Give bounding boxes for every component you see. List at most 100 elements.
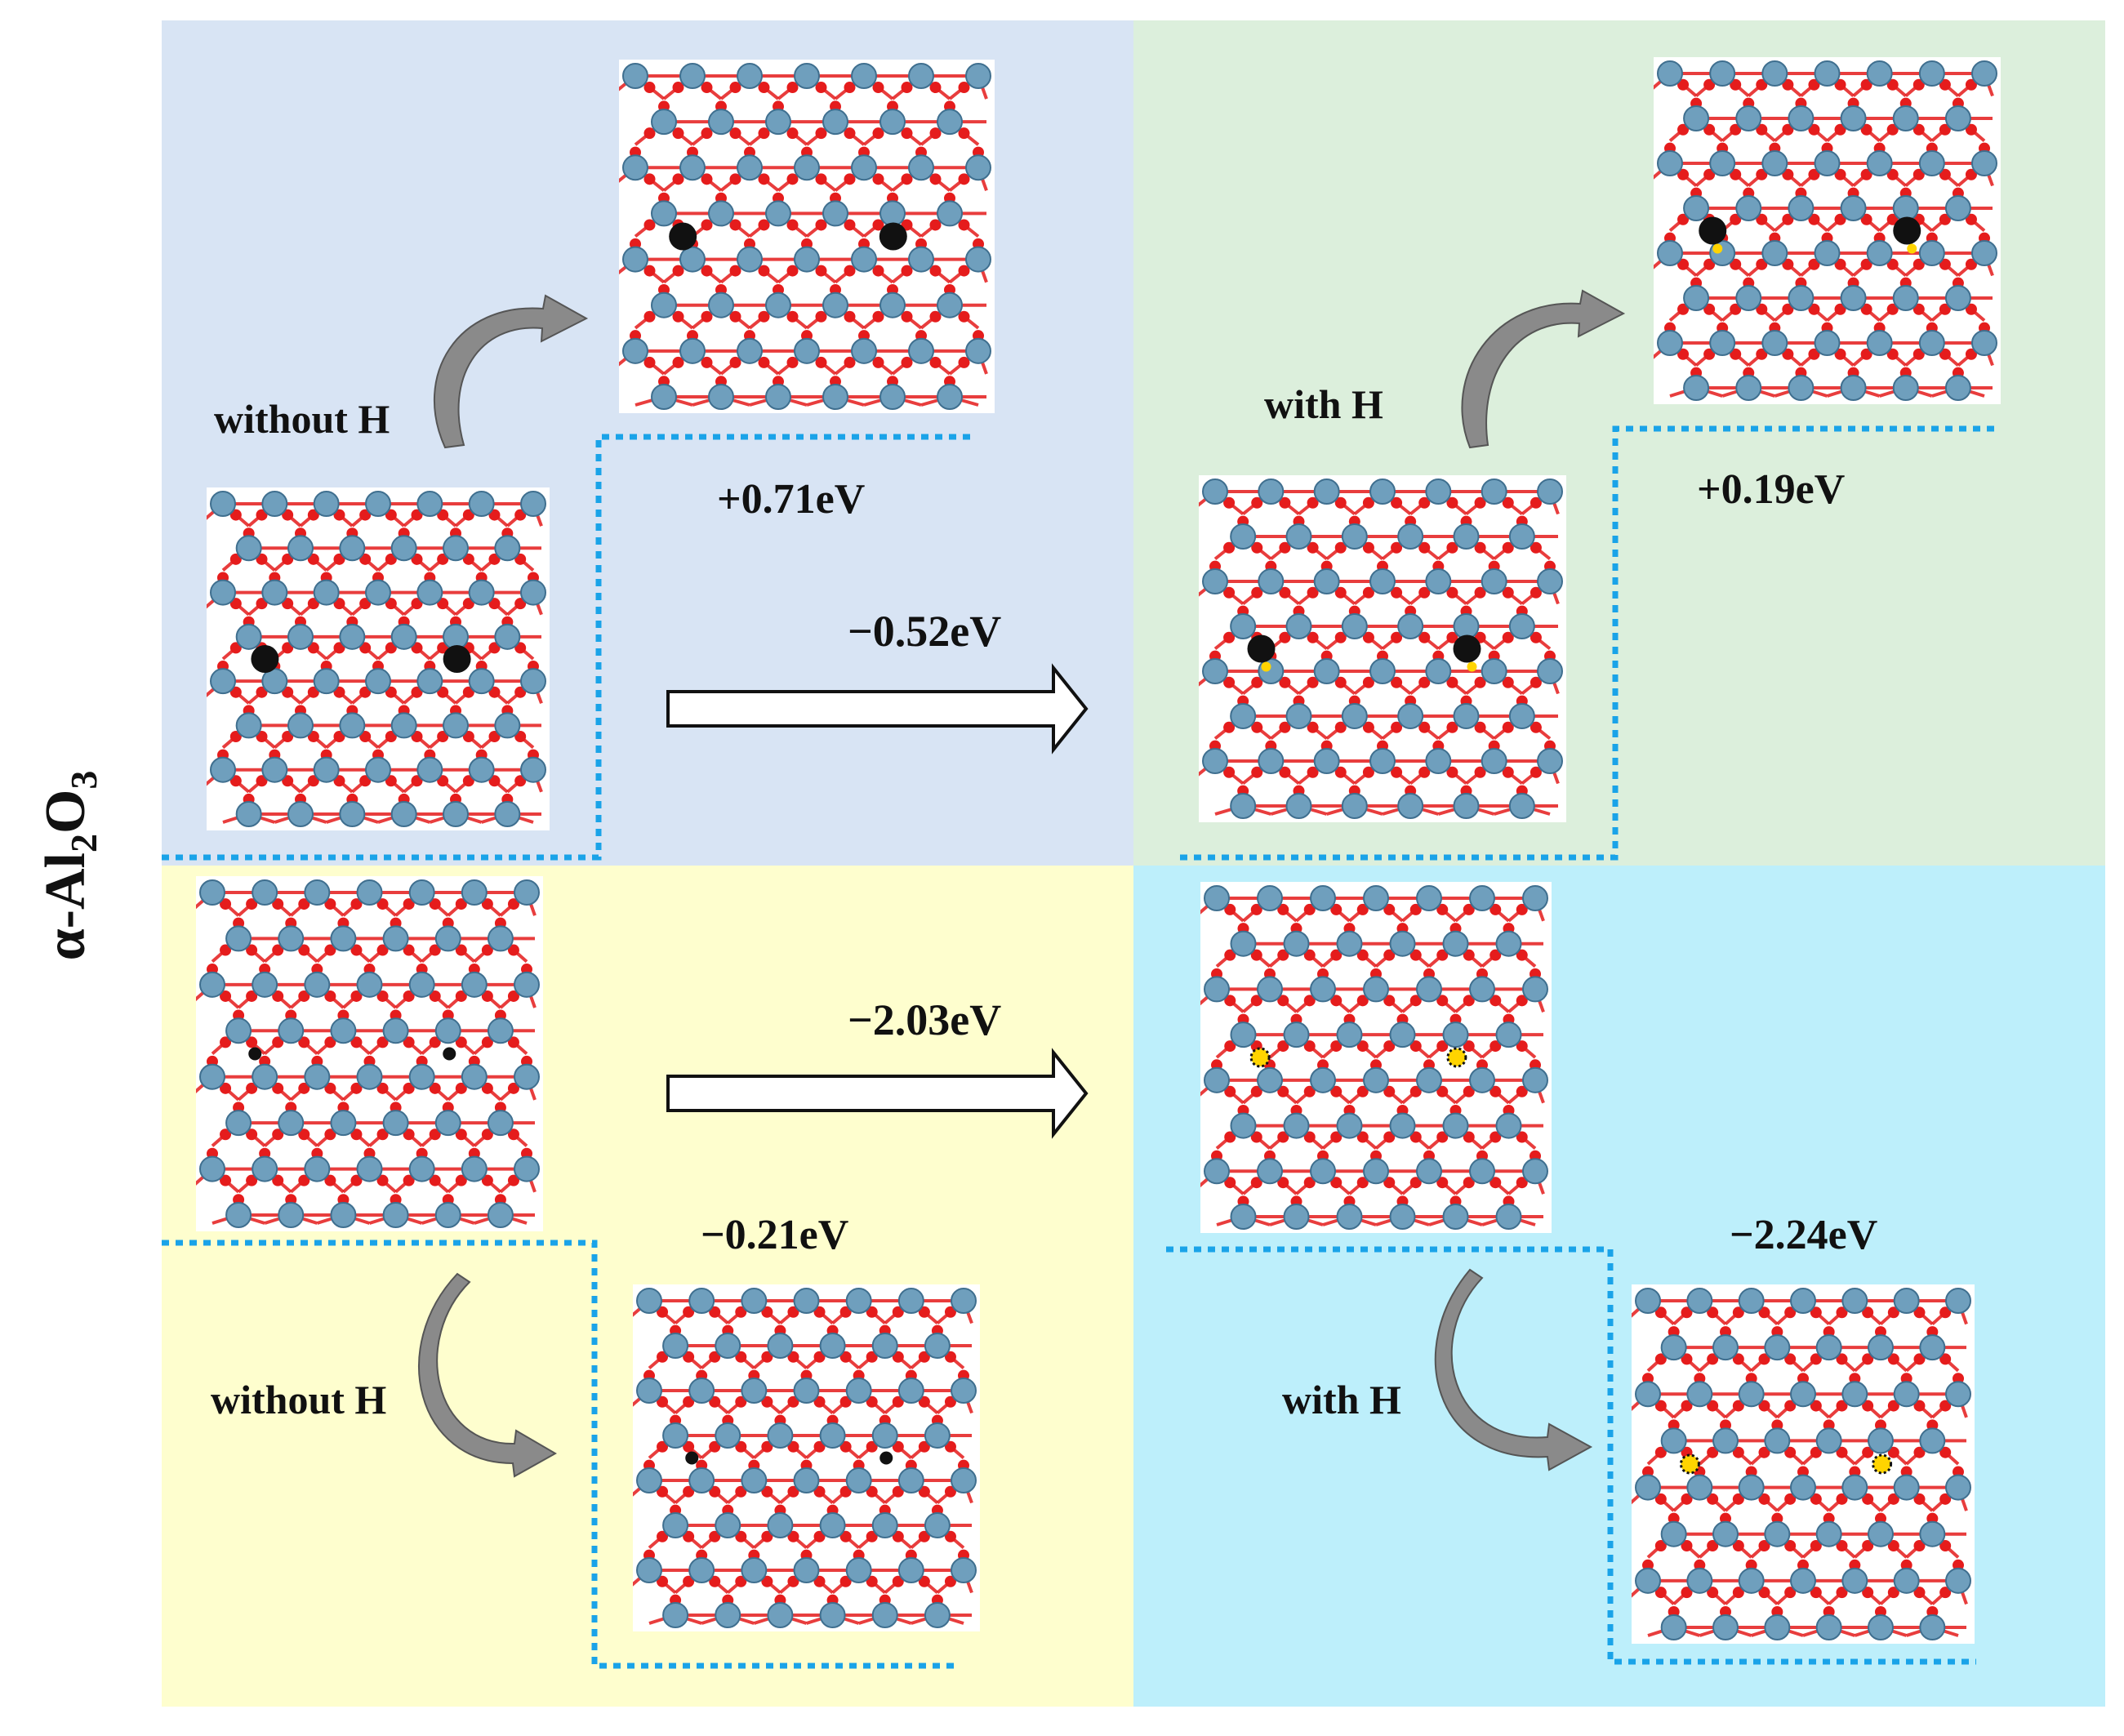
- oxygen-atom: [1703, 168, 1716, 180]
- oxygen-atom: [1463, 1177, 1475, 1189]
- oxygen-atom: [761, 1485, 773, 1498]
- aluminium-atom: [1258, 748, 1285, 774]
- aluminium-atom: [1918, 150, 1945, 176]
- aluminium-atom: [1283, 1022, 1310, 1048]
- oxygen-atom: [787, 1306, 799, 1318]
- aluminium-atom: [1735, 375, 1762, 401]
- oxygen-atom: [1703, 123, 1716, 136]
- oxygen-atom: [1834, 348, 1846, 360]
- oxygen-atom: [1383, 949, 1396, 961]
- oxygen-atom: [1530, 766, 1542, 778]
- aluminium-atom: [1258, 568, 1285, 594]
- oxygen-atom: [1784, 1306, 1797, 1319]
- oxygen-atom: [815, 219, 827, 231]
- oxygen-atom: [643, 127, 656, 140]
- aluminium-atom: [1686, 1381, 1713, 1408]
- aluminium-atom: [416, 491, 443, 517]
- aluminium-atom: [662, 1602, 689, 1628]
- aluminium-atom: [1481, 658, 1507, 684]
- oxygen-atom: [1418, 541, 1431, 554]
- oxygen-atom: [657, 1440, 669, 1453]
- oxygen-atom: [1224, 1177, 1236, 1189]
- oxygen-atom: [761, 1530, 773, 1542]
- energy-path-bottom-left: [162, 1240, 955, 1669]
- aluminium-atom: [794, 154, 820, 181]
- aluminium-atom: [1369, 568, 1396, 594]
- aluminium-atom: [965, 337, 991, 364]
- oxygen-atom: [786, 82, 799, 94]
- aluminium-atom: [1283, 1112, 1310, 1139]
- oxygen-atom: [844, 127, 856, 140]
- oxygen-atom: [1758, 1493, 1770, 1505]
- oxygen-atom: [839, 1351, 852, 1363]
- aluminium-atom: [1369, 479, 1396, 505]
- oxygen-atom: [1279, 721, 1291, 733]
- oxygen-atom: [1808, 258, 1820, 270]
- aluminium-atom: [520, 491, 546, 517]
- oxygen-atom: [1530, 676, 1542, 688]
- aluminium-atom: [520, 579, 546, 606]
- oxygen-atom: [1383, 1085, 1396, 1097]
- oxygen-atom: [866, 1395, 878, 1408]
- oxygen-atom: [1474, 586, 1486, 599]
- aluminium-atom: [1788, 195, 1815, 221]
- oxygen-atom: [643, 82, 656, 94]
- oxygen-atom: [729, 173, 741, 185]
- aluminium-atom: [1738, 1567, 1765, 1594]
- aluminium-atom: [1537, 568, 1563, 594]
- oxygen-atom: [657, 1351, 669, 1363]
- aluminium-atom: [1283, 930, 1310, 957]
- oxygen-atom: [429, 1082, 441, 1094]
- oxygen-atom: [709, 1485, 721, 1498]
- aluminium-atom: [1257, 885, 1283, 911]
- oxygen-atom: [1681, 1493, 1693, 1505]
- oxygen-atom: [839, 1530, 852, 1542]
- aluminium-atom: [1285, 523, 1312, 550]
- oxygen-atom: [1834, 168, 1846, 180]
- oxygen-atom: [1703, 303, 1716, 315]
- oxygen-atom: [1784, 1493, 1797, 1505]
- oxygen-atom: [1707, 1493, 1719, 1505]
- aluminium-atom: [636, 1557, 662, 1583]
- oxygen-atom: [246, 990, 258, 1002]
- aluminium-atom: [278, 1110, 305, 1137]
- aluminium-atom: [1425, 658, 1452, 684]
- aluminium-atom: [1919, 1520, 1946, 1547]
- aluminium-atom: [1919, 1614, 1946, 1640]
- aluminium-atom: [1230, 703, 1257, 729]
- oxygen-atom: [1886, 348, 1899, 360]
- oxygen-atom: [815, 310, 827, 323]
- oxygen-atom: [672, 265, 684, 277]
- aluminium-atom: [1761, 150, 1788, 176]
- oxygen-atom: [1418, 631, 1431, 643]
- oxygen-atom: [1732, 1587, 1744, 1599]
- hydrogen-atom: [1261, 661, 1271, 672]
- aluminium-atom: [1971, 240, 1997, 266]
- oxygen-atom: [1912, 168, 1925, 180]
- oxygen-atom: [709, 1306, 721, 1318]
- oxygen-atom: [701, 127, 713, 140]
- oxygen-atom: [1502, 586, 1514, 599]
- oxygen-atom: [735, 1351, 747, 1363]
- aluminium-atom: [819, 1333, 846, 1359]
- aluminium-atom: [1686, 1474, 1713, 1501]
- oxygen-atom: [729, 310, 741, 323]
- aluminium-atom: [434, 1017, 461, 1044]
- oxygen-atom: [1913, 1400, 1926, 1412]
- oxygen-atom: [709, 1530, 721, 1542]
- aluminium-atom: [356, 1063, 383, 1090]
- oxygen-atom: [1303, 1131, 1316, 1143]
- oxygen-atom: [1277, 949, 1289, 961]
- dopant-atom: [685, 1451, 699, 1465]
- oxygen-atom: [1939, 1446, 1952, 1458]
- aluminium-atom: [1257, 976, 1283, 1003]
- oxygen-atom: [815, 356, 827, 368]
- aluminium-atom: [1416, 1066, 1442, 1093]
- oxygen-atom: [403, 1128, 415, 1141]
- crystal-lattice-drawing: [605, 63, 991, 410]
- oxygen-atom: [701, 219, 713, 231]
- oxygen-atom: [701, 265, 713, 277]
- oxygen-atom: [1362, 496, 1374, 509]
- oxygen-atom: [958, 265, 970, 277]
- oxygen-atom: [1251, 586, 1263, 599]
